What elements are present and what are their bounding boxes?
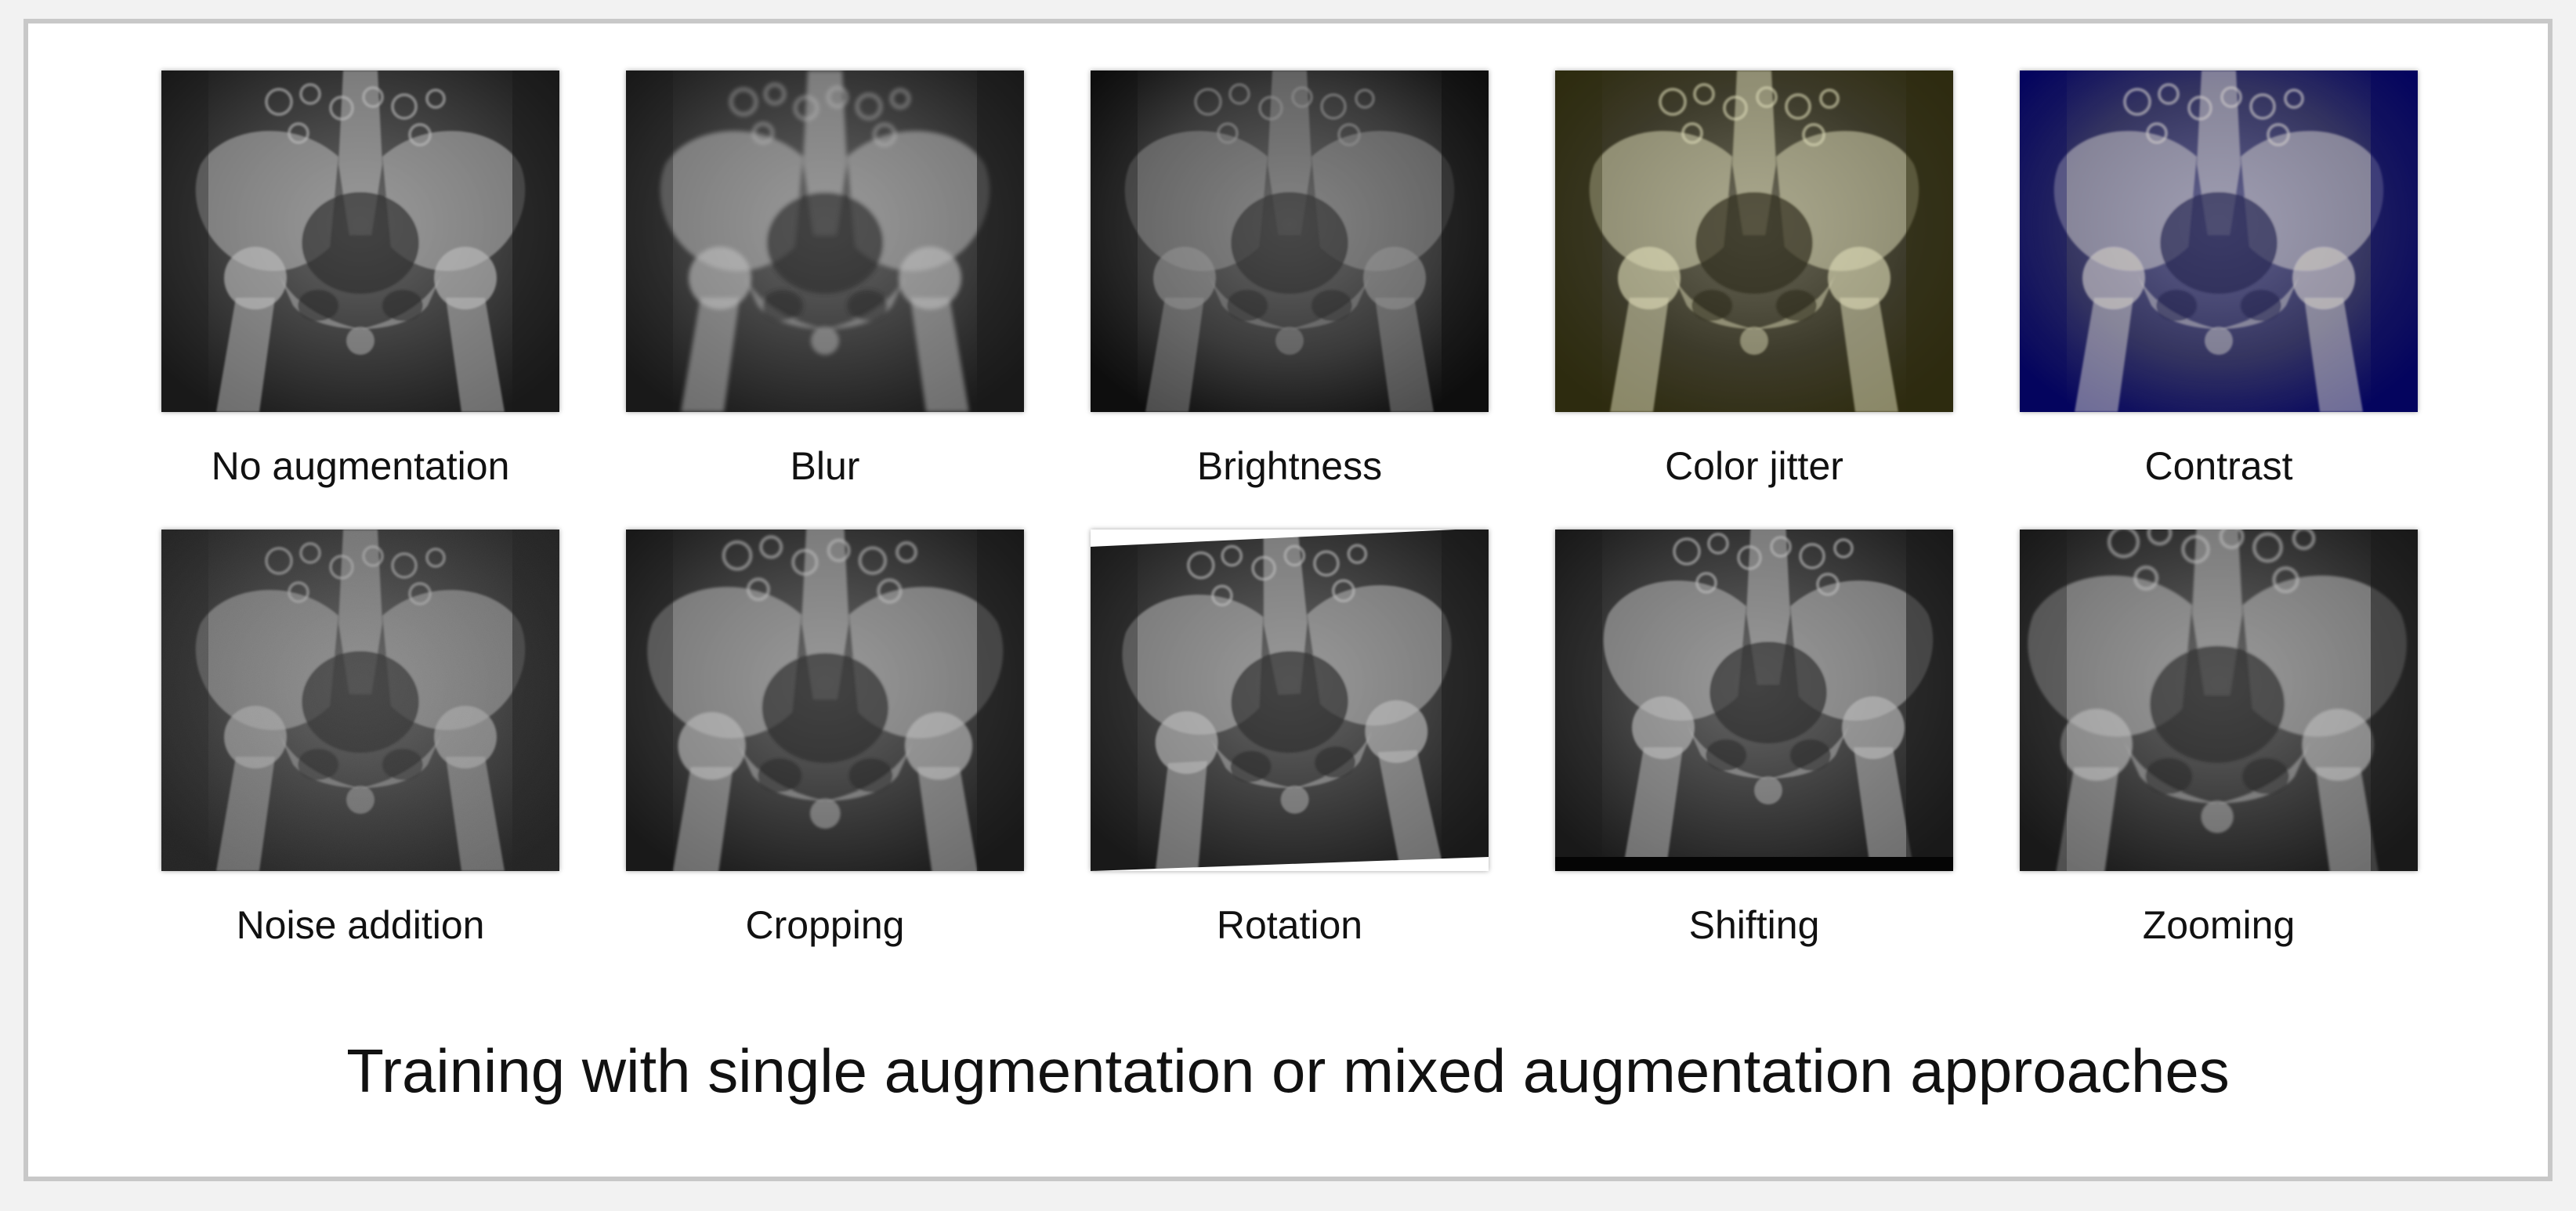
figure-title: Training with single augmentation or mix… [346, 1036, 2230, 1105]
pelvis-xray-graphic [626, 530, 1024, 871]
figure-frame: No augmentation [24, 19, 2552, 1181]
pelvis-xray-graphic [1555, 530, 1953, 871]
pelvis-xray-graphic [626, 70, 1024, 412]
panel-caption: Shifting [1688, 903, 1820, 947]
panel-shifting: Shifting [1555, 530, 1953, 989]
panel-caption: Rotation [1216, 903, 1363, 947]
pelvis-xray-graphic [161, 530, 559, 871]
xray-image [626, 530, 1024, 871]
panel-no-augmentation: No augmentation [161, 70, 559, 530]
panel-color-jitter: Color jitter [1555, 70, 1953, 530]
panel-caption: Contrast [2144, 444, 2293, 488]
pelvis-xray-graphic [1555, 70, 1953, 412]
xray-image [1555, 530, 1953, 871]
xray-image [1091, 70, 1489, 412]
panel-caption: Cropping [745, 903, 905, 947]
xray-image [626, 70, 1024, 412]
panel-noise-addition: Noise addition [161, 530, 559, 989]
pelvis-xray-graphic [2020, 70, 2418, 412]
panel-caption: Noise addition [236, 903, 485, 947]
panel-caption: No augmentation [211, 444, 510, 488]
panel-caption: Blur [790, 444, 860, 488]
pelvis-xray-graphic [1091, 530, 1489, 871]
panel-cropping: Cropping [626, 530, 1024, 989]
panel-caption: Color jitter [1665, 444, 1843, 488]
xray-image [1555, 70, 1953, 412]
panel-contrast: Contrast [2020, 70, 2418, 530]
pelvis-xray-graphic [2020, 530, 2418, 871]
panel-zooming: Zooming [2020, 530, 2418, 989]
panel-rotation: Rotation [1091, 530, 1489, 989]
xray-image [161, 70, 559, 412]
xray-image [1091, 530, 1489, 871]
panel-caption: Brightness [1196, 444, 1383, 488]
pelvis-xray-graphic [1091, 70, 1489, 412]
pelvis-xray-graphic [161, 70, 559, 412]
xray-image [2020, 70, 2418, 412]
panel-brightness: Brightness [1091, 70, 1489, 530]
panel-caption: Zooming [2142, 903, 2296, 947]
xray-image [161, 530, 559, 871]
xray-image [2020, 530, 2418, 871]
panel-blur: Blur [626, 70, 1024, 530]
augmentation-grid: No augmentation [161, 70, 2465, 989]
